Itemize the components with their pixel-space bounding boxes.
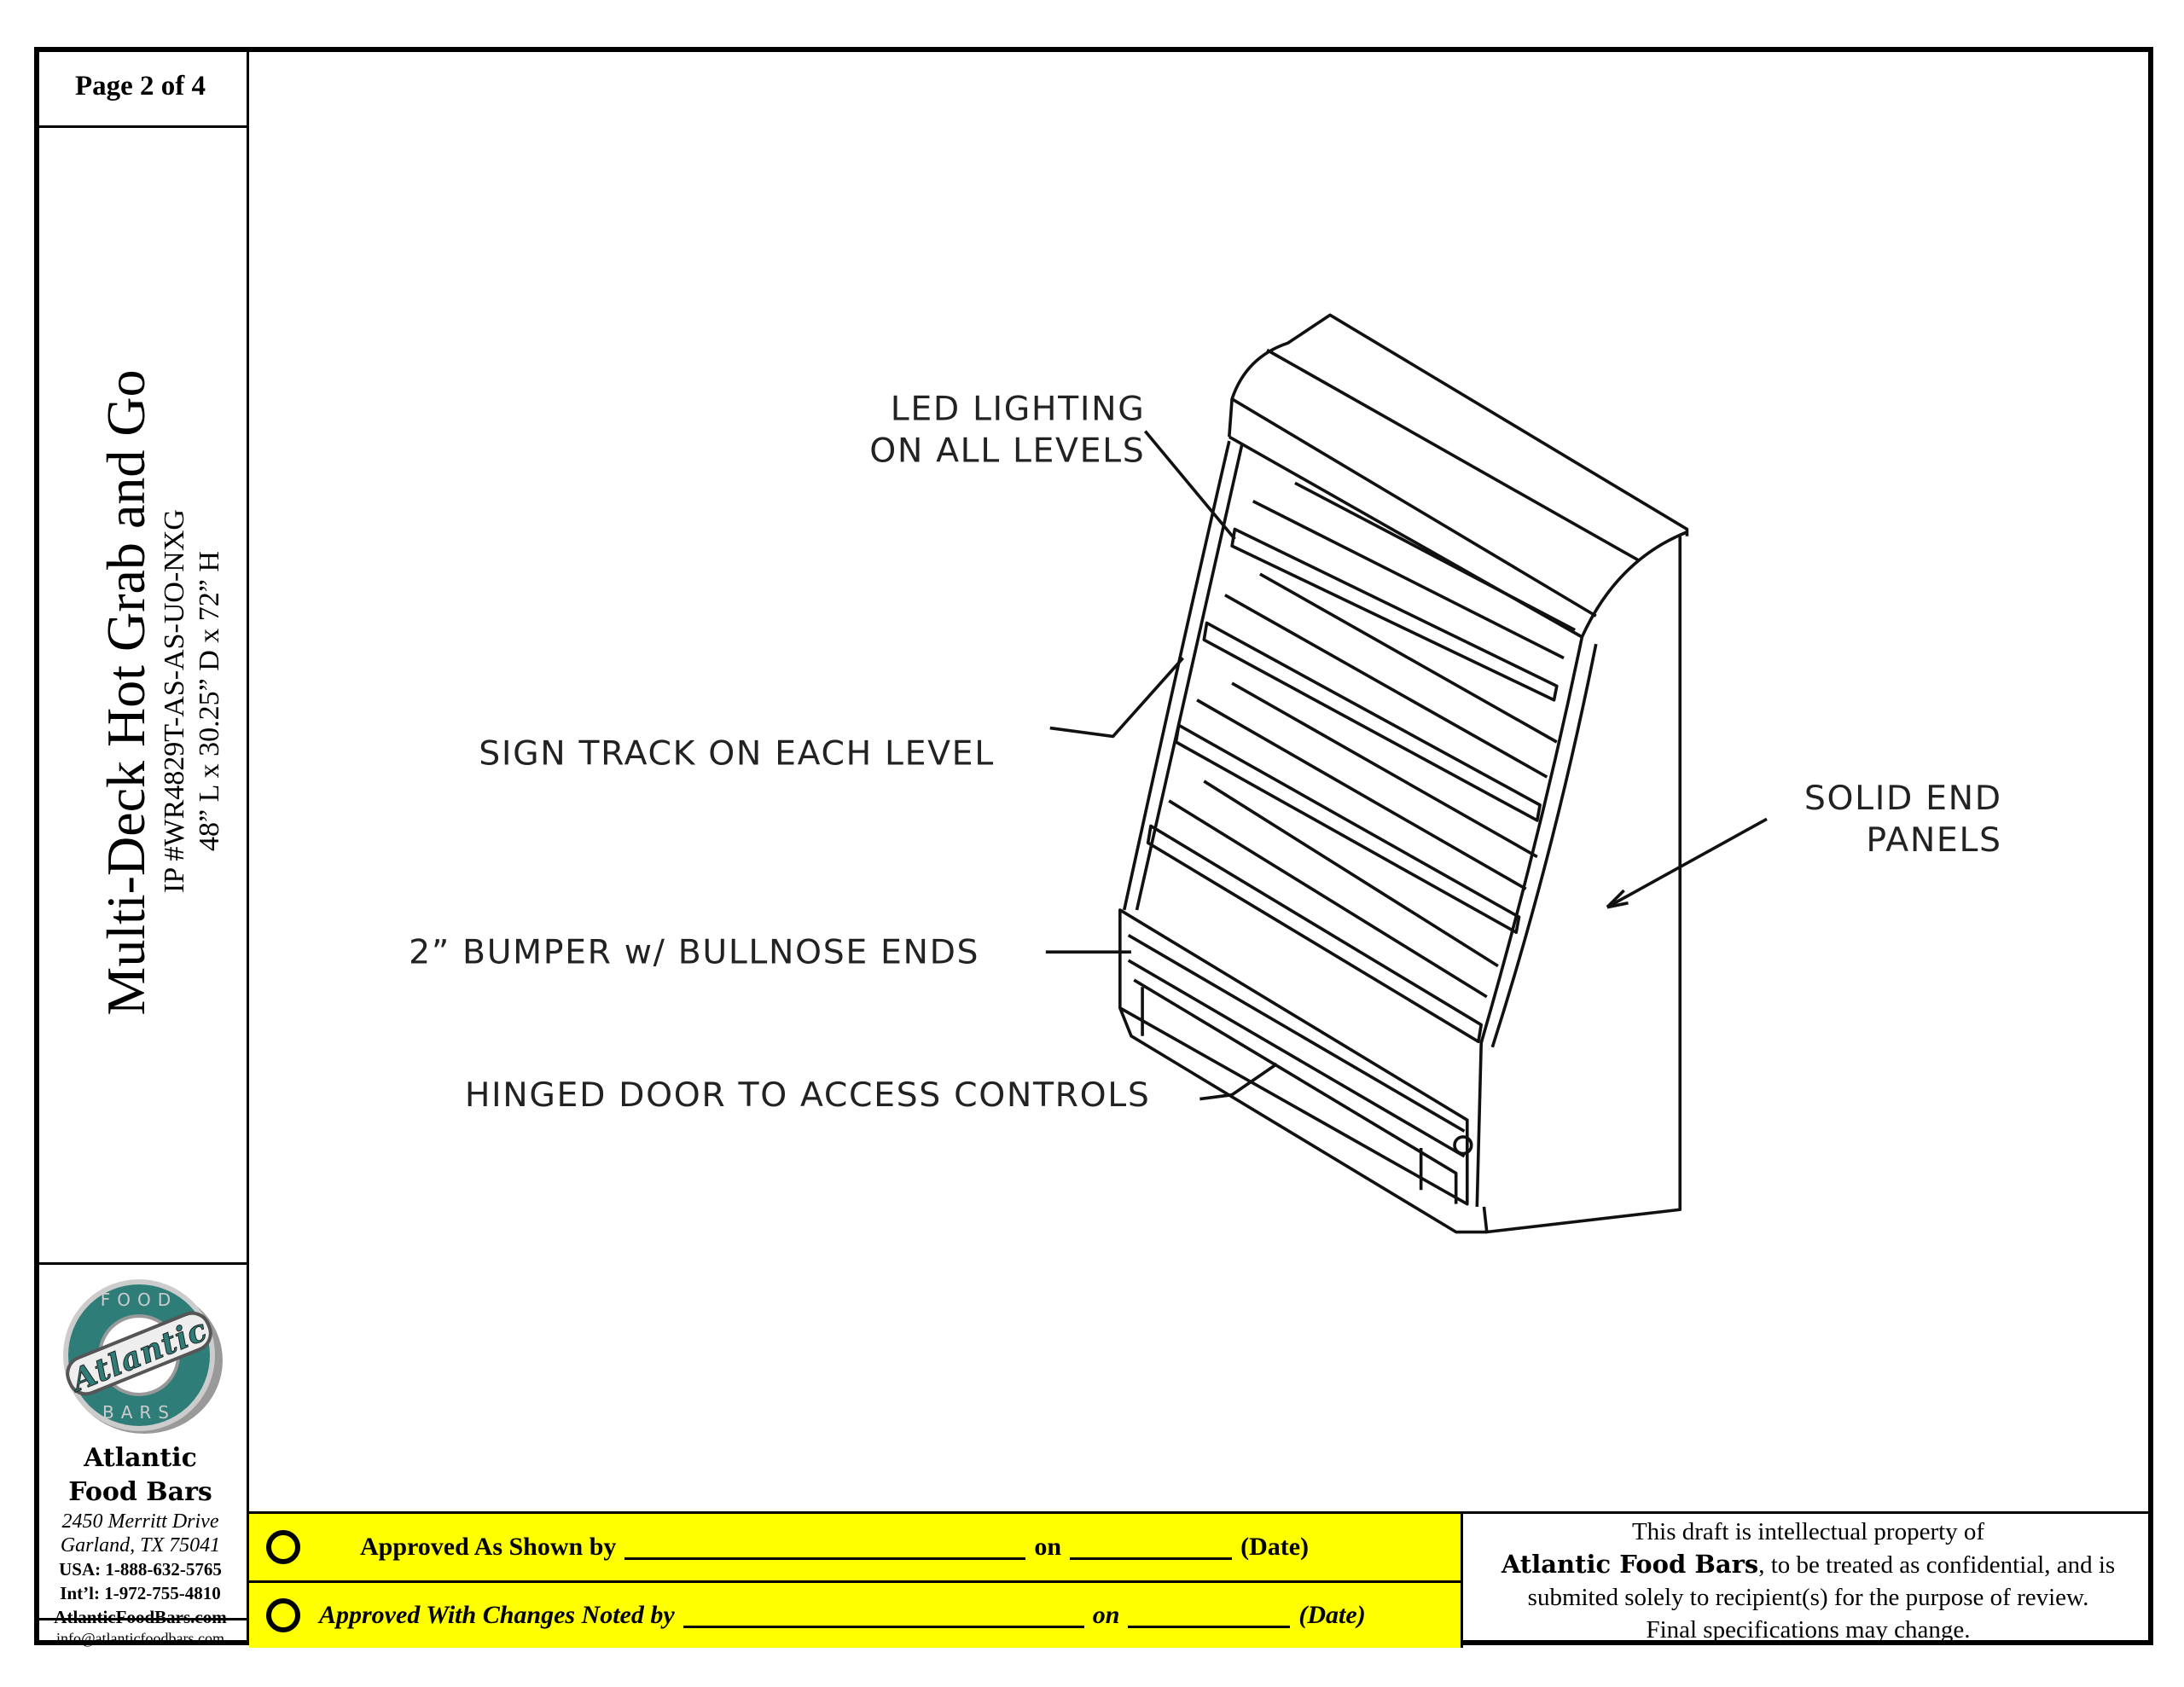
changes-date-field[interactable]: [1128, 1603, 1291, 1628]
notice-company: Atlantic Food Bars: [1501, 1550, 1759, 1579]
address-line-1: 2450 Merritt Drive: [61, 1510, 219, 1533]
notice-line-2: , to be treated as confidential, and is: [1758, 1551, 2116, 1579]
svg-text:FOOD: FOOD: [100, 1290, 177, 1310]
company-name-2: Food Bars: [68, 1477, 212, 1507]
approval-box: Approved As Shown by on (Date) Approved …: [249, 1514, 1463, 1648]
on-label: on: [1034, 1533, 1062, 1561]
approved-as-shown-label: Approved As Shown by: [360, 1533, 617, 1561]
website-link[interactable]: AtlanticFoodBars.com: [54, 1607, 227, 1627]
approval-footer: Approved As Shown by on (Date) Approved …: [249, 1511, 2153, 1648]
company-logo: Atlantic FOOD BARS: [62, 1279, 223, 1434]
changes-by-field[interactable]: [682, 1603, 1084, 1628]
callout-bumper: 2” BUMPER w/ BULLNOSE ENDS: [409, 932, 979, 971]
callout-led-lighting: LED LIGHTING: [891, 389, 1146, 428]
company-block: Atlantic FOOD BARS Atlantic Food Bars 24…: [34, 1262, 247, 1647]
approved-with-changes-radio[interactable]: [266, 1598, 300, 1632]
phone-usa: USA: 1-888-632-5765: [59, 1559, 222, 1580]
approved-as-shown-row: Approved As Shown by on (Date): [249, 1514, 1461, 1583]
approved-date-field[interactable]: [1070, 1535, 1233, 1560]
approved-by-field[interactable]: [624, 1535, 1026, 1560]
title-block-sidebar: Page 2 of 4 Multi-Deck Hot Grab and Go I…: [34, 47, 249, 1647]
callout-solid-end: SOLID END: [1804, 779, 2002, 818]
approved-as-shown-radio[interactable]: [266, 1530, 300, 1564]
on-label-2: on: [1092, 1601, 1120, 1629]
email-link[interactable]: info@atlanticfoodbars.com: [55, 1630, 224, 1647]
notice-line-1: This draft is intellectual property of: [1631, 1518, 1985, 1545]
phone-intl: Int’l: 1-972-755-4810: [60, 1583, 221, 1603]
page-number: Page 2 of 4: [34, 47, 247, 128]
notice-line-4: Final specifications may change.: [1646, 1616, 1971, 1644]
callout-solid-end-2: PANELS: [1866, 820, 2001, 860]
approved-with-changes-row: Approved With Changes Noted by on (Date): [249, 1582, 1461, 1649]
company-name: Atlantic: [84, 1443, 197, 1473]
notice-line-3: submited solely to recipient(s) for the …: [1527, 1584, 2089, 1611]
callout-sign-track: SIGN TRACK ON EACH LEVEL: [479, 733, 995, 773]
svg-text:BARS: BARS: [102, 1402, 176, 1423]
approved-with-changes-label: Approved With Changes Noted by: [319, 1601, 675, 1629]
date-label-2: (Date): [1298, 1601, 1366, 1629]
address-line-2: Garland, TX 75041: [60, 1534, 221, 1557]
callout-led-lighting-2: ON ALL LEVELS: [869, 432, 1145, 471]
date-label: (Date): [1240, 1533, 1310, 1561]
confidentiality-notice: This draft is intellectual property of A…: [1463, 1514, 2153, 1649]
callout-hinged-door: HINGED DOOR TO ACCESS CONTROLS: [465, 1075, 1151, 1115]
